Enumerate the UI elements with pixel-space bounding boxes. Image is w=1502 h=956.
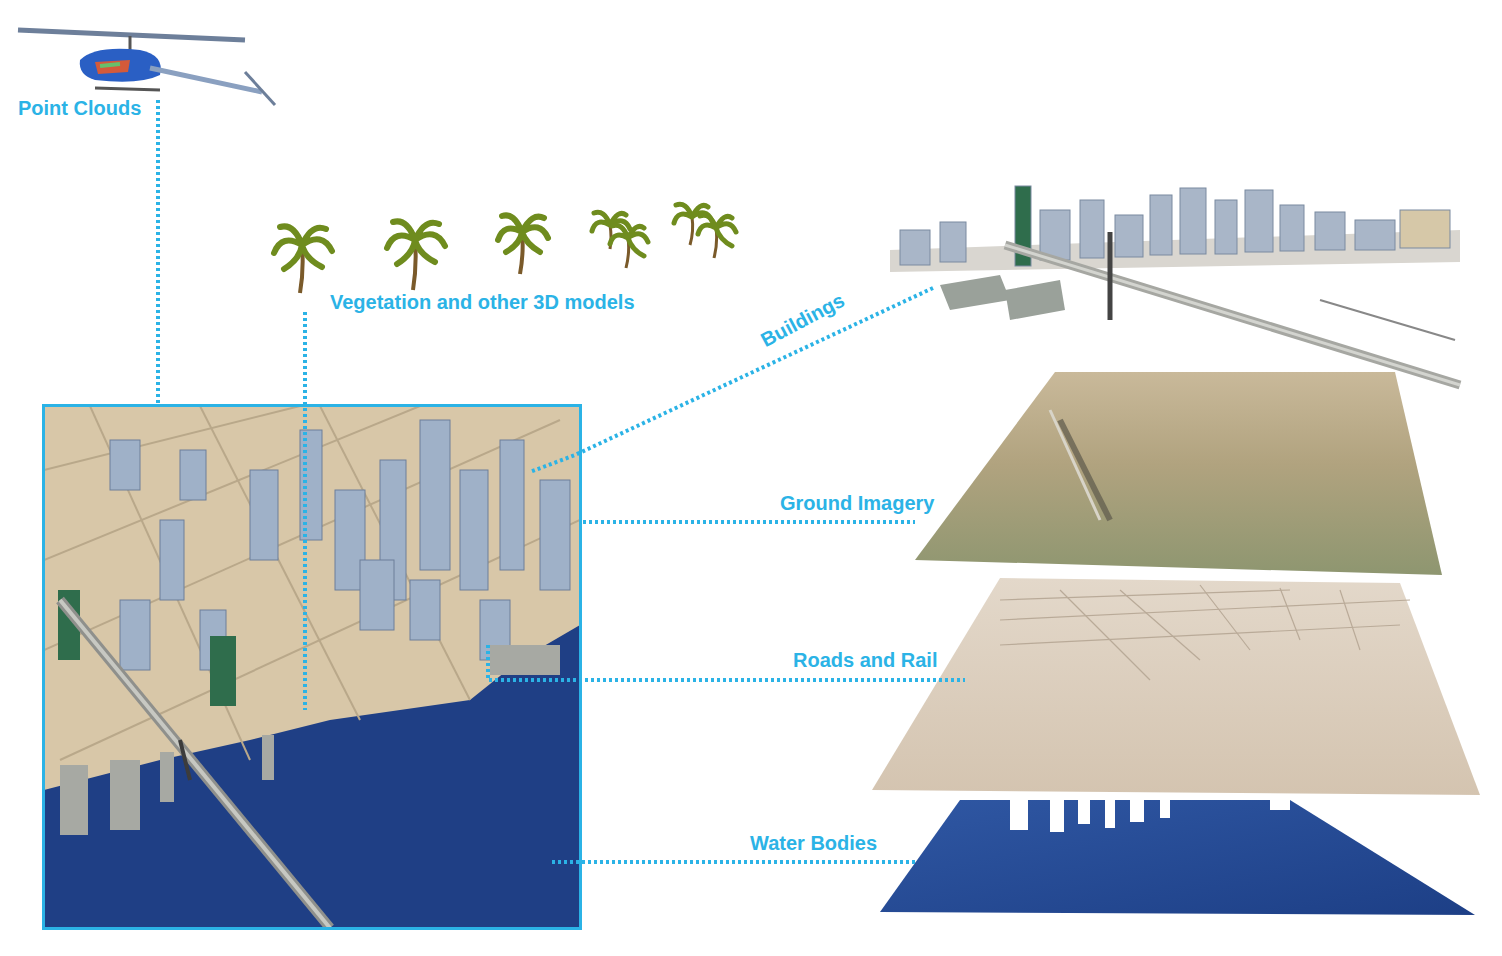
- ground-imagery-layer: [915, 372, 1442, 575]
- point-clouds-label: Point Clouds: [18, 96, 141, 120]
- water-layer: [880, 800, 1475, 915]
- buildings-label: Buildings: [757, 288, 849, 352]
- leader-lines: [158, 100, 965, 862]
- roads-layer: [872, 578, 1480, 795]
- palm-trees: [274, 204, 736, 293]
- water-bodies-label: Water Bodies: [750, 831, 877, 855]
- city-view: [44, 406, 580, 928]
- ground-imagery-label: Ground Imagery: [780, 491, 934, 515]
- roads-rail-label: Roads and Rail: [793, 648, 937, 672]
- vegetation-label: Vegetation and other 3D models: [330, 290, 635, 314]
- helicopter: [18, 30, 275, 105]
- buildings-layer: [890, 186, 1460, 385]
